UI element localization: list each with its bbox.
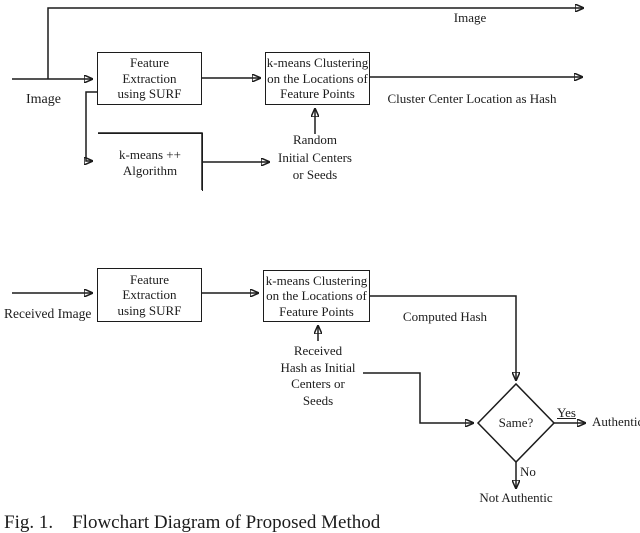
cluster-center-hash-label: Cluster Center Location as Hash	[387, 91, 557, 106]
yes-label: Yes	[557, 405, 576, 420]
received-image-input-label: Received Image	[4, 306, 92, 321]
figure-caption: Fig. 1. Flowchart Diagram of Proposed Me…	[4, 512, 381, 533]
arrow-computed-hash-to-diamond	[368, 295, 516, 380]
feature-extraction-box-verification: Feature Extraction using SURF	[97, 268, 202, 322]
kmeans-pp-box: k-means ++ Algorithm	[98, 133, 203, 191]
random-seeds-label: Random Initial Centers or Seeds	[277, 132, 352, 182]
same-decision-label: Same?	[498, 415, 534, 430]
arrow-image-bypass	[47, 8, 583, 79]
image-bypass-label: Image	[453, 10, 487, 25]
received-hash-label: Received Hash as Initial Centers or Seed…	[280, 343, 356, 408]
arrow-received-hash-to-diamond	[363, 372, 473, 423]
not-authentic-label: Not Authentic	[479, 490, 553, 505]
no-label: No	[520, 464, 536, 479]
kmeans-clustering-box-verification: k-means Clustering on the Locations of F…	[263, 270, 370, 322]
authentic-label: Authentic	[592, 414, 640, 429]
arrow-branch-to-kmeanspp	[86, 91, 97, 161]
feature-extraction-box-hashing: Feature Extraction using SURF	[97, 52, 202, 105]
computed-hash-label: Computed Hash	[402, 309, 488, 324]
kmeans-clustering-box-hashing: k-means Clustering on the Locations of F…	[265, 52, 370, 105]
image-input-label: Image	[26, 92, 61, 107]
